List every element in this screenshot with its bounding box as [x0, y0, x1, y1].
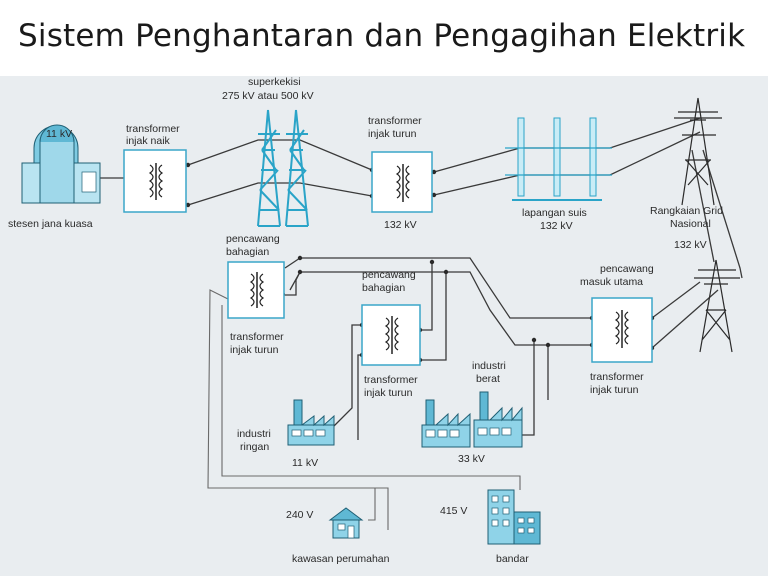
factory-icon [287, 399, 335, 446]
grid-label-1: Rangkaian Grid [650, 205, 723, 217]
stepdown-a-label-1: transformer [368, 115, 422, 127]
stepup-label-1: transformer [126, 123, 180, 135]
supergrid-label-2: 275 kV atau 500 kV [222, 90, 314, 102]
stepup-label-2: injak naik [126, 135, 171, 147]
transformer-icon [227, 261, 285, 319]
stepdown-a-label-2: injak turun [368, 128, 417, 140]
voltage-33-label: 33 kV [458, 453, 485, 465]
office-building-icon [487, 489, 541, 545]
switchyard-label-2: 132 kV [540, 220, 573, 232]
grid-pylon-icon [694, 259, 740, 353]
voltage-240-label: 240 V [286, 509, 313, 521]
voltage-415-label: 415 V [440, 505, 467, 517]
transformer-icon [123, 149, 187, 213]
stepdown-main-label-1: transformer [590, 371, 644, 383]
dist-sub-left-label-1: pencawang [226, 233, 280, 245]
transmission-tower-icon [257, 109, 281, 227]
stepdown-mid-label-1: transformer [364, 374, 418, 386]
transformer-icon [361, 304, 421, 366]
stepdown-left-label-1: transformer [230, 331, 284, 343]
power-station-icon [21, 124, 101, 204]
factory-icon [473, 391, 523, 448]
grid-label-2: Nasional [670, 218, 711, 230]
switchyard-icon [505, 117, 612, 201]
dist-sub-mid-label-2: bahagian [362, 282, 405, 294]
stepdown-left-label-2: injak turun [230, 344, 279, 356]
page-title: Sistem Penghantaran dan Pengagihan Elekt… [18, 18, 746, 54]
diagram-labels: 11 kV stesen jana kuasa transformer inja… [8, 76, 723, 565]
stepdown-main-label-2: injak turun [590, 384, 639, 396]
main-intake-label-2: masuk utama [580, 276, 643, 288]
factory-icon [421, 399, 471, 448]
voltage-132-label: 132 kV [384, 219, 417, 231]
heavy-industry-label-2: berat [476, 373, 500, 385]
transmission-lines [96, 117, 743, 530]
stepdown-mid-label-2: injak turun [364, 387, 413, 399]
heavy-industry-label-1: industri [472, 360, 506, 372]
dist-sub-mid-label-1: pencawang [362, 269, 416, 281]
plant-label: stesen jana kuasa [8, 218, 93, 230]
residential-label: kawasan perumahan [292, 553, 390, 565]
plant-voltage-label: 11 kV [46, 128, 72, 140]
grid-pylon-icon [674, 97, 722, 206]
dist-sub-left-label-2: bahagian [226, 246, 269, 258]
supergrid-label-1: superkekisi [248, 76, 301, 88]
light-industry-label-2: ringan [240, 441, 269, 453]
light-industry-label-1: industri [237, 428, 271, 440]
transformer-icon [371, 151, 433, 213]
house-icon [328, 507, 364, 539]
city-label: bandar [496, 553, 529, 565]
voltage-11-label: 11 kV [292, 457, 318, 469]
switchyard-label-1: lapangan suis [522, 207, 587, 219]
transmission-tower-icon [285, 109, 309, 227]
main-intake-label-1: pencawang [600, 263, 654, 275]
grid-label-3: 132 kV [674, 239, 707, 251]
transformer-icon [591, 297, 653, 363]
